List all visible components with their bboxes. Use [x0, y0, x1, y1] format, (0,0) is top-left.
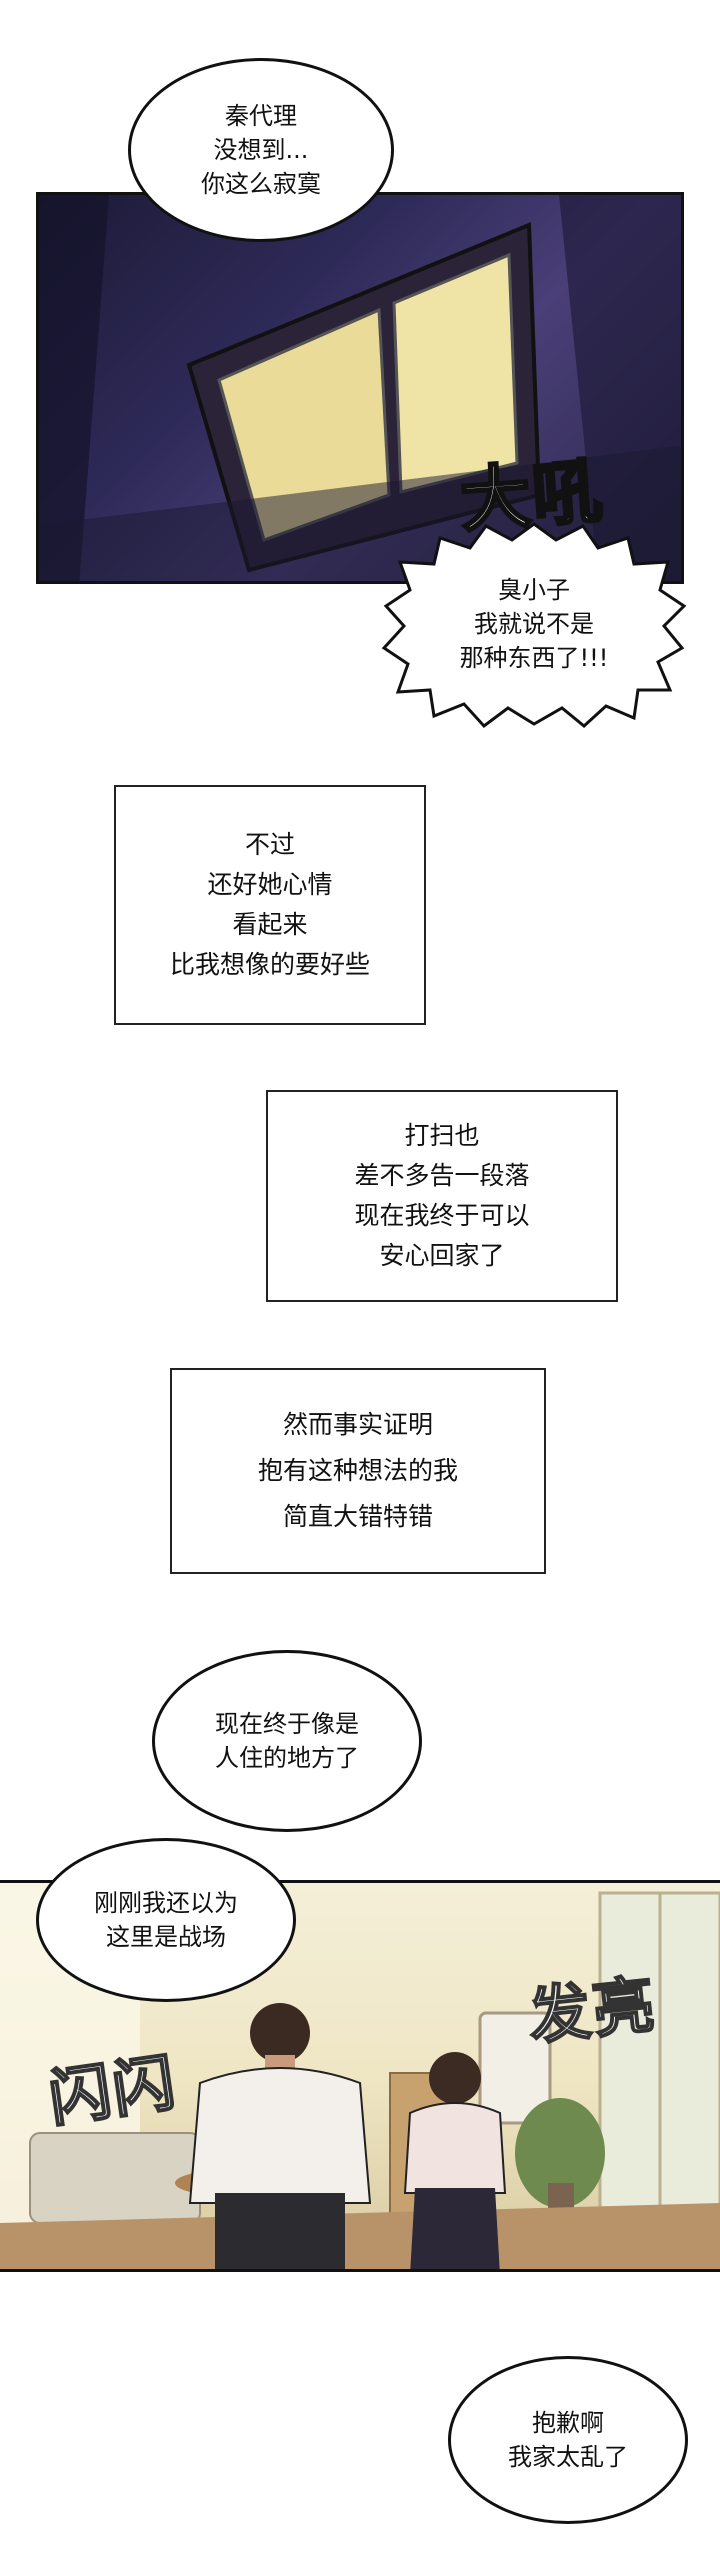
- narration-box-2: 打扫也 差不多告一段落 现在我终于可以 安心回家了: [266, 1090, 618, 1302]
- panel-bright-room: [0, 1880, 720, 2272]
- living-room-illustration: [0, 1883, 720, 2269]
- speech-bubble-bottom: 抱歉啊 我家太乱了: [448, 2356, 688, 2524]
- window-pane-right: [392, 252, 519, 494]
- woman-figure: [403, 2052, 507, 2269]
- sfx-sparkle-right: 发亮: [524, 1966, 661, 2054]
- room-illustration: [39, 195, 681, 581]
- sfx-sparkle-left: 闪闪: [43, 2044, 182, 2136]
- shout-bubble-shape: [381, 522, 687, 729]
- speech-bubble-mid: 现在终于像是 人住的地方了: [152, 1650, 422, 1832]
- speech-bubble-top: 秦代理 没想到... 你这么寂寞: [128, 58, 394, 242]
- speech-bubble-panel2-left: 刚刚我还以为 这里是战场: [36, 1838, 296, 2002]
- narration-box-3: 然而事实证明 抱有这种想法的我 简直大错特错: [170, 1368, 546, 1574]
- panel-dark-room: [36, 192, 684, 584]
- narration-box-1: 不过 还好她心情 看起来 比我想像的要好些: [114, 785, 426, 1025]
- man-figure: [188, 2003, 372, 2269]
- shout-bubble-text: 臭小子 我就说不是 那种东西了!!!: [459, 576, 609, 672]
- shout-bubble: 臭小子 我就说不是 那种东西了!!!: [378, 518, 690, 730]
